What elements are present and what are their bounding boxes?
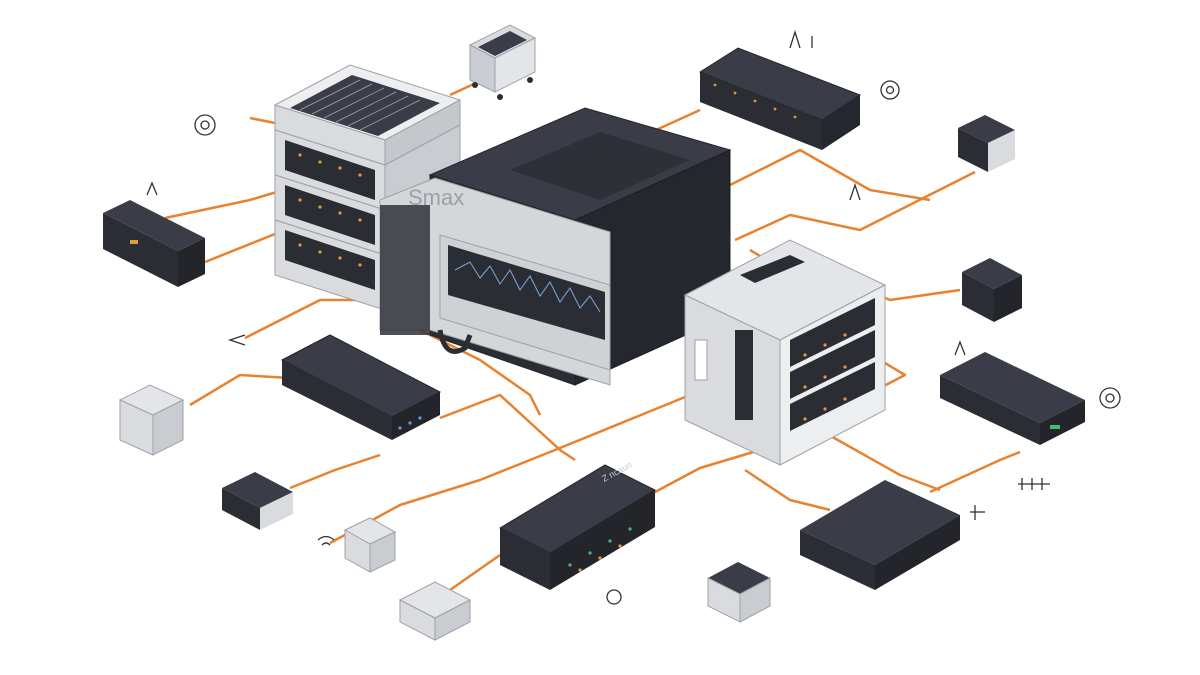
chip-module bbox=[222, 472, 293, 530]
chip-module bbox=[398, 581, 472, 641]
right-flat-router bbox=[940, 352, 1085, 445]
cable bbox=[819, 428, 941, 492]
chip-module bbox=[343, 517, 397, 573]
cable bbox=[439, 393, 576, 462]
small-cart-server bbox=[468, 24, 537, 100]
central-server: Smax bbox=[379, 107, 732, 386]
arrow-up-icon bbox=[146, 181, 158, 196]
spiral-icon bbox=[606, 589, 622, 605]
chip-module bbox=[958, 115, 1015, 172]
small-chip-modules bbox=[118, 115, 1022, 641]
left-black-box bbox=[103, 200, 205, 287]
cable bbox=[329, 393, 691, 545]
arrow-up-icon bbox=[954, 340, 966, 356]
bottom-center-switch: Z ncaun bbox=[498, 460, 657, 590]
right-silver-rack bbox=[683, 239, 887, 466]
chip-module bbox=[118, 384, 185, 456]
arrow-up-icon bbox=[789, 29, 813, 49]
cable bbox=[729, 148, 931, 202]
arrow-left-icon bbox=[227, 334, 246, 346]
tick-marks-icon bbox=[970, 505, 985, 520]
chip-module bbox=[707, 562, 771, 623]
spiral-icon bbox=[880, 80, 900, 100]
cable bbox=[419, 328, 542, 416]
center-left-switch bbox=[280, 334, 442, 440]
cable bbox=[879, 358, 907, 390]
main-server-brand-label: Smax bbox=[408, 185, 464, 210]
cable bbox=[449, 553, 501, 592]
top-right-patch-panel bbox=[698, 47, 862, 150]
sketch-doodles bbox=[146, 29, 1121, 605]
tick-marks-icon bbox=[1018, 478, 1050, 490]
cable bbox=[289, 453, 381, 490]
bottom-right-router bbox=[800, 480, 960, 590]
cable bbox=[189, 373, 291, 407]
arrow-up-icon bbox=[849, 182, 861, 201]
cable bbox=[164, 186, 291, 220]
cable bbox=[639, 448, 761, 502]
cable bbox=[929, 450, 1021, 494]
spiral-icon bbox=[194, 114, 216, 136]
spiral-icon bbox=[1099, 387, 1121, 409]
cable bbox=[204, 230, 281, 264]
wifi-icon bbox=[317, 535, 335, 546]
cable bbox=[734, 170, 976, 242]
chip-module bbox=[962, 258, 1022, 322]
cable bbox=[744, 468, 831, 512]
